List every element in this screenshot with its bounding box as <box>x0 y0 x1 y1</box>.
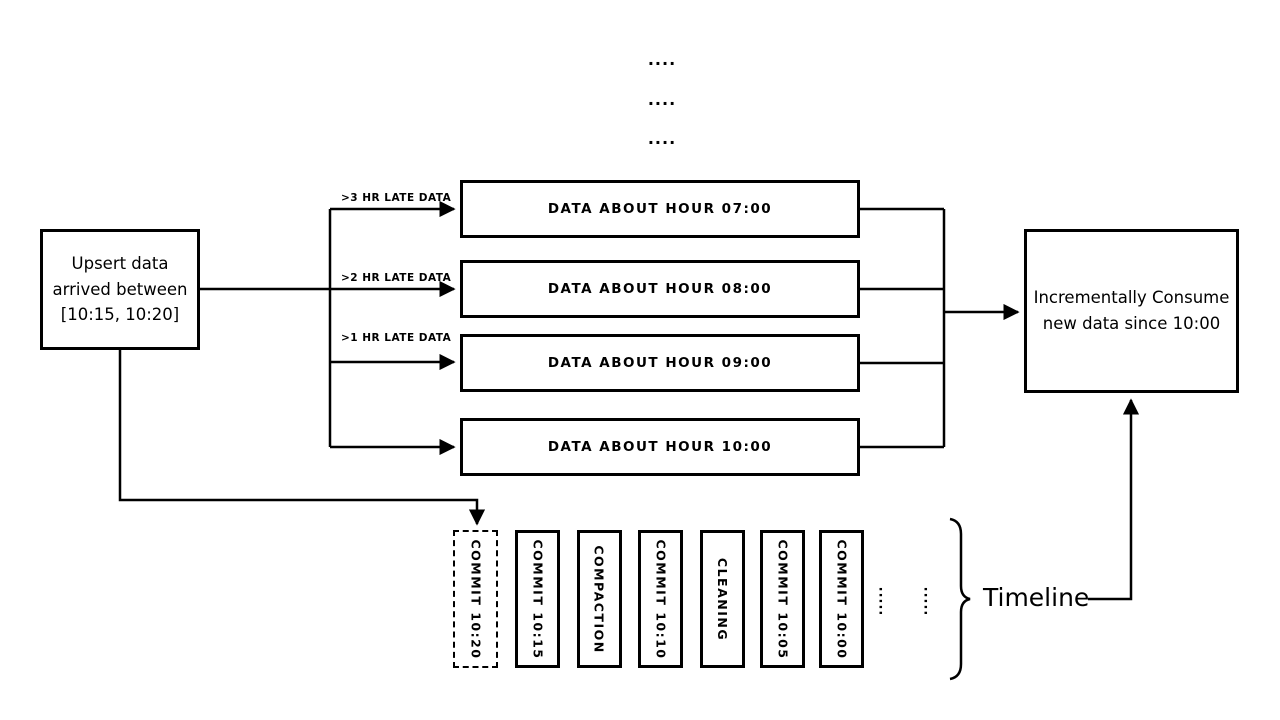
data-box-hour-07-label: DATA ABOUT HOUR 07:00 <box>547 201 773 217</box>
data-box-hour-10: DATA ABOUT HOUR 10:00 <box>460 418 860 476</box>
timeline-item-commit-1010-label: COMMIT 10:10 <box>653 539 668 659</box>
ellipsis-top-2: .... <box>647 90 677 109</box>
data-box-hour-08: DATA ABOUT HOUR 08:00 <box>460 260 860 318</box>
upsert-box-line2: arrived between <box>52 279 188 299</box>
data-box-hour-09-label: DATA ABOUT HOUR 09:00 <box>547 355 773 371</box>
timeline-ellipsis-1: ..... <box>872 586 894 616</box>
timeline-item-commit-1005: COMMIT 10:05 <box>760 530 805 668</box>
consume-box-line2: new data since 10:00 <box>1042 314 1221 333</box>
timeline-item-cleaning-label: CLEANING <box>715 557 730 641</box>
late-label-1hr: >1 HR LATE DATA <box>341 332 452 344</box>
timeline-ellipsis-2-dots: ..... <box>920 586 936 616</box>
timeline-ellipsis-1-dots: ..... <box>875 586 891 616</box>
late-label-2hr: >2 HR LATE DATA <box>341 272 452 284</box>
timeline-ellipsis-2: ..... <box>917 586 939 616</box>
data-box-hour-08-label: DATA ABOUT HOUR 08:00 <box>547 281 773 297</box>
timeline-item-commit-1005-label: COMMIT 10:05 <box>775 539 790 659</box>
consume-box: Incrementally Consume new data since 10:… <box>1024 229 1239 393</box>
timeline-item-commit-1020-label: COMMIT 10:20 <box>468 539 483 659</box>
upsert-box: Upsert data arrived between [10:15, 10:2… <box>40 229 200 350</box>
timeline-item-commit-1000-label: COMMIT 10:00 <box>834 539 849 659</box>
timeline-item-compaction: COMPACTION <box>577 530 622 668</box>
data-box-hour-09: DATA ABOUT HOUR 09:00 <box>460 334 860 392</box>
timeline-item-commit-1000: COMMIT 10:00 <box>819 530 864 668</box>
ellipsis-top-3: .... <box>647 129 677 148</box>
timeline-brace <box>949 517 971 681</box>
upsert-to-commit-line <box>118 349 486 526</box>
timeline-item-commit-1015-label: COMMIT 10:15 <box>530 539 545 659</box>
upsert-box-line3: [10:15, 10:20] <box>60 305 180 325</box>
timeline-to-consume-line <box>1088 398 1140 601</box>
timeline-item-commit-1015: COMMIT 10:15 <box>515 530 560 668</box>
timeline-item-commit-1010: COMMIT 10:10 <box>638 530 683 668</box>
data-box-hour-10-label: DATA ABOUT HOUR 10:00 <box>547 439 773 455</box>
data-box-hour-07: DATA ABOUT HOUR 07:00 <box>460 180 860 238</box>
timeline-item-compaction-label: COMPACTION <box>592 544 607 654</box>
timeline-item-cleaning: CLEANING <box>700 530 745 668</box>
timeline-label: Timeline <box>983 583 1090 612</box>
late-label-3hr: >3 HR LATE DATA <box>341 192 452 204</box>
consume-box-line1: Incrementally Consume <box>1033 287 1230 307</box>
timeline-item-commit-1020: COMMIT 10:20 <box>453 530 498 668</box>
upsert-box-line1: Upsert data <box>71 254 169 274</box>
ellipsis-top-1: .... <box>647 50 677 69</box>
